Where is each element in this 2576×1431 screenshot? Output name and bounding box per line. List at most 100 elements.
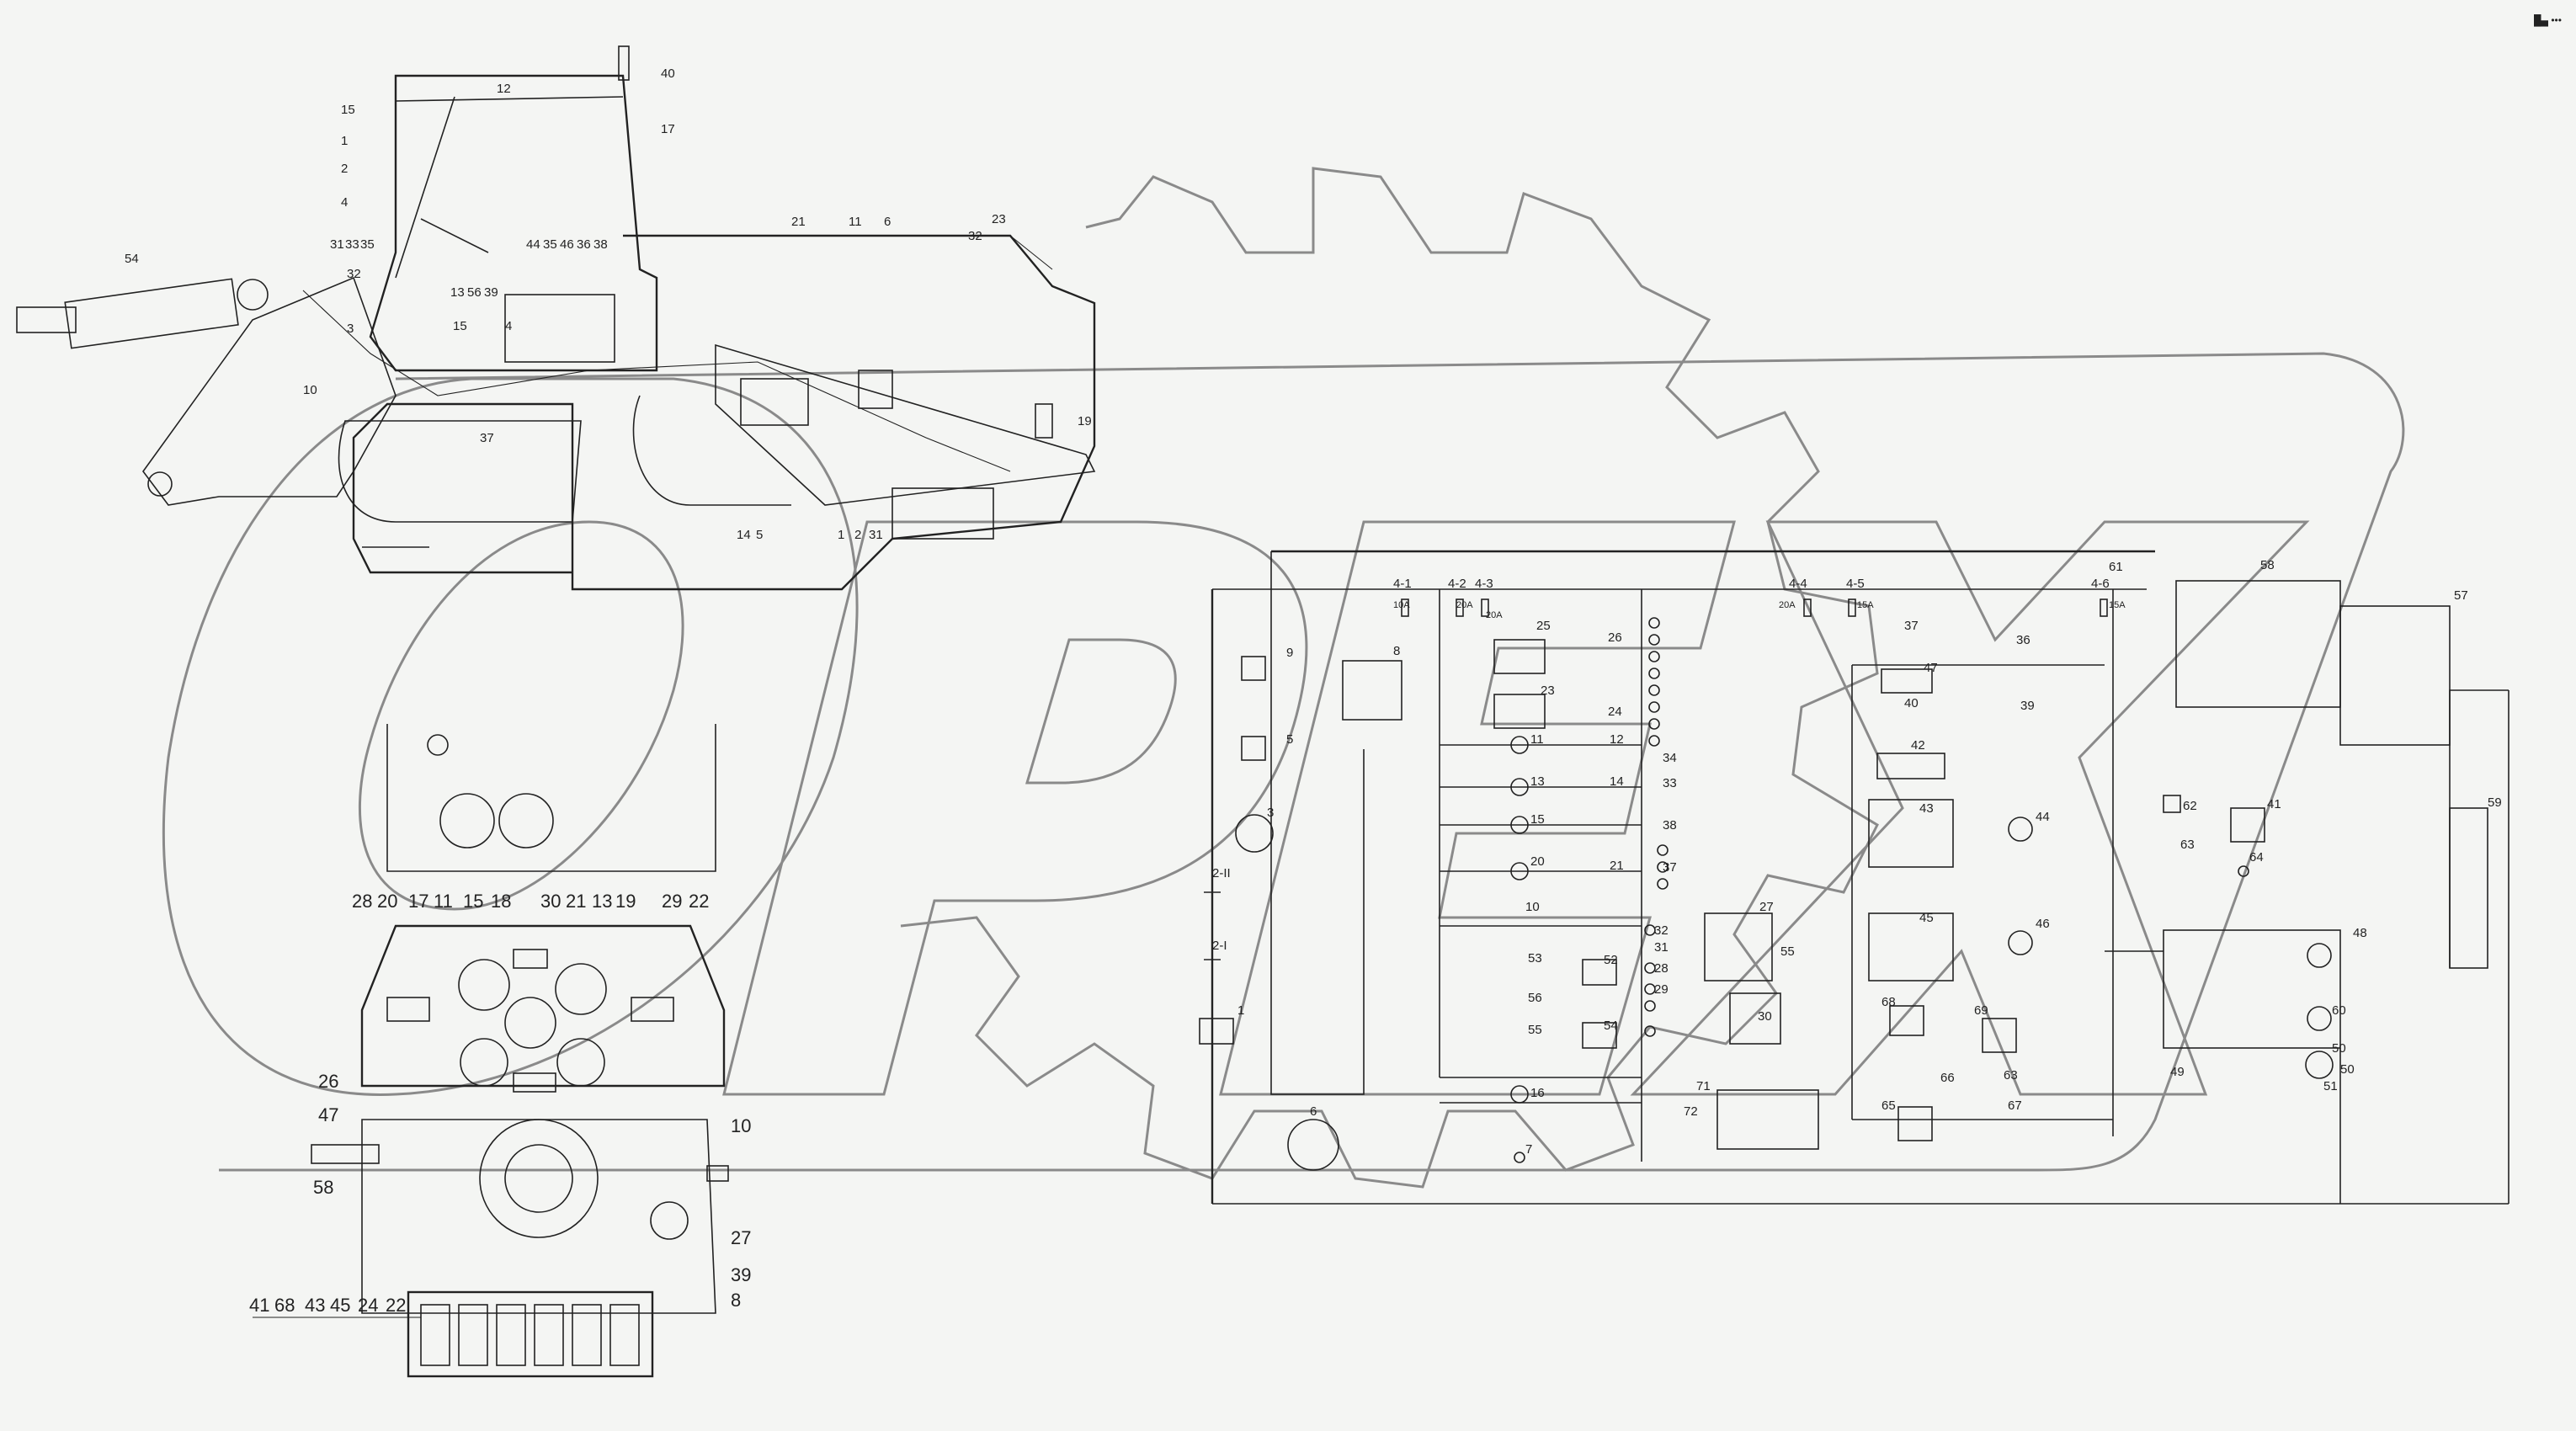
sch-label-24: 24: [1608, 705, 1622, 719]
fuse-4-1: [1401, 598, 1409, 617]
fuse-block: 4-1 4-2 4-3 4-4 4-5 4-6 10A 20A 20A 20A …: [1393, 577, 2126, 620]
battery-box: [891, 487, 994, 540]
sch-label-45: 45: [1919, 911, 1934, 925]
sch-label-69: 69: [1974, 1003, 1988, 1018]
relay-25: [1493, 639, 1546, 674]
hazard-switch: [513, 949, 548, 969]
lamp-7: [1514, 1152, 1525, 1163]
fan-motor-48: [2307, 943, 2332, 968]
steering-area: [361, 1119, 716, 1314]
switch-label-68: 68: [274, 1295, 295, 1316]
fuse-rating-4-2: 20A: [1456, 600, 1473, 610]
sch-label-13: 13: [1530, 774, 1545, 789]
callout-5: 5: [756, 528, 763, 542]
fuse-4-3: [1481, 598, 1489, 617]
instrument-panel: [360, 924, 726, 1088]
sch-label-67: 67: [2008, 1099, 2022, 1113]
callout-35: 35: [360, 237, 375, 252]
callout-46: 46: [560, 237, 574, 252]
sch-label-54: 54: [1604, 1019, 1618, 1033]
sch-label-16: 16: [1530, 1086, 1545, 1100]
sch-label-3: 3: [1267, 806, 1274, 820]
relay-bank-59: [2449, 807, 2488, 969]
switch-22: [609, 1304, 640, 1366]
sch-label-5: 5: [1286, 732, 1293, 747]
callout-2: 2: [341, 162, 348, 176]
sch-label-33: 33: [1663, 776, 1677, 790]
electrical-schematic: 4-1 4-2 4-3 4-4 4-5 4-6 10A 20A 20A 20A …: [1199, 550, 2509, 1205]
switch-43: [496, 1304, 526, 1366]
dash-label-10: 10: [731, 1115, 751, 1136]
gauge-temp: [555, 963, 607, 1015]
dash-label-21: 21: [566, 891, 586, 912]
relay-30: [1729, 992, 1781, 1045]
cylinder-pin: [237, 279, 269, 311]
sch-label-6: 6: [1310, 1104, 1317, 1119]
lamp-64: [2238, 865, 2249, 877]
callout-21: 21: [791, 215, 806, 229]
dash-label-19: 19: [615, 891, 636, 912]
sch-label-62: 62: [2183, 799, 2197, 813]
upper-gauge-left: [439, 793, 495, 848]
dash-label-26: 26: [318, 1071, 338, 1092]
sch-label-38: 38: [1663, 818, 1677, 833]
dash-label-29: 29: [662, 891, 682, 912]
watermark-letter-o: [162, 377, 859, 1096]
beacon-lamp: [618, 45, 630, 81]
sch-label-47: 47: [1924, 661, 1938, 675]
dash-label-8: 8: [731, 1290, 741, 1311]
controller-57: [2339, 605, 2451, 746]
switch-matrix-8: [1342, 660, 1402, 721]
sch-label-12: 12: [1610, 732, 1624, 747]
upper-gauge-right: [498, 793, 554, 848]
callout-3: 3: [347, 322, 354, 336]
sch-label-63: 63: [2004, 1068, 2018, 1083]
wiper-motor-44: [2008, 817, 2033, 842]
relay-27: [1704, 912, 1773, 981]
fuse-rating-4-4: 20A: [1779, 600, 1796, 610]
sch-label-66: 66: [1940, 1071, 1955, 1085]
callout-4: 4: [341, 195, 348, 210]
sch-label-20: 20: [1530, 854, 1545, 869]
switch-label-41: 41: [249, 1295, 269, 1316]
wiper-motor-46: [2008, 930, 2033, 955]
relay-54: [1582, 1022, 1617, 1049]
callout-6: 6: [884, 215, 891, 229]
engine-block: [740, 378, 809, 426]
callout-12: 12: [497, 82, 511, 96]
dash-label-30: 30: [540, 891, 561, 912]
steering-wheel: [479, 1119, 599, 1238]
sch-label-42: 42: [1911, 738, 1925, 753]
sch-label-25: 25: [1536, 619, 1551, 633]
wire-harness-roof: [623, 235, 1053, 270]
dash-label-39: 39: [731, 1264, 751, 1285]
rear-lamp: [1035, 403, 1053, 439]
callout-2b: 2: [854, 528, 861, 542]
sch-label-28: 28: [1654, 961, 1669, 976]
starter-3: [1235, 814, 1274, 853]
callout-56: 56: [467, 285, 482, 300]
sch-label-26: 26: [1608, 630, 1622, 645]
fuse-4-6: [2100, 598, 2108, 617]
boom-cylinder: [64, 278, 239, 349]
sch-label-60: 60: [2332, 1003, 2346, 1018]
sch-label-15: 15: [1530, 812, 1545, 827]
callout-54: 54: [125, 252, 139, 266]
gauge-hour: [504, 997, 556, 1049]
dash-label-47: 47: [318, 1104, 338, 1125]
callout-32b: 32: [968, 229, 982, 243]
sch-label-65: 65: [1881, 1099, 1896, 1113]
sch-label-9: 9: [1286, 646, 1293, 660]
sch-label-51: 51: [2323, 1079, 2338, 1093]
callout-15b: 15: [453, 319, 467, 333]
loader-side-view: 40 17 12 15 1 2 4 3 31 33 35 32 54 10 13…: [16, 45, 1096, 591]
heater-block-48: [2163, 929, 2341, 1049]
relay-41: [2230, 807, 2265, 843]
switch-panel: [407, 1290, 654, 1378]
sch-label-10: 10: [1525, 900, 1540, 914]
dash-label-27: 27: [731, 1227, 751, 1248]
sensor-62: [2163, 795, 2181, 813]
fuse-label-4-2: 4-2: [1448, 577, 1466, 591]
sch-label-43: 43: [1919, 801, 1934, 816]
